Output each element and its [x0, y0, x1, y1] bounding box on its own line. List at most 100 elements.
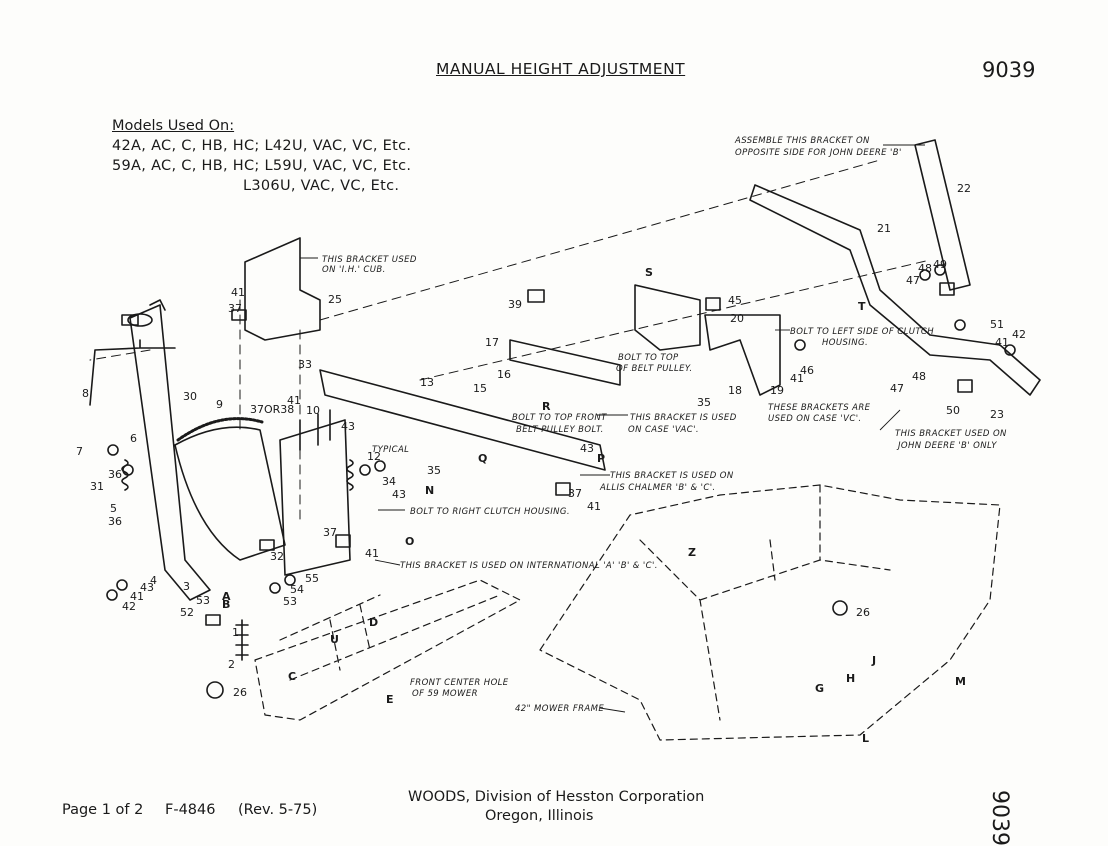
part-23: 23 [990, 408, 1004, 421]
part-16: 16 [497, 368, 511, 381]
part-41e: 41 [790, 372, 804, 385]
right-mower-frame [539, 484, 1001, 741]
caption-assemble-line2: OPPOSITE SIDE FOR JOHN DEERE 'B' [735, 148, 902, 158]
models-line-1: 42A, AC, C, HB, HC; L42U, VAC, VC, Etc. [112, 138, 412, 154]
part-letter-h: H [846, 672, 855, 685]
part-50: 50 [946, 404, 960, 417]
part-37c: 37 [568, 487, 582, 500]
caption-left-clutch-line1: BOLT TO LEFT SIDE OF CLUTCH [790, 327, 934, 337]
part-letter-g: G [815, 682, 824, 695]
part-37b: 37 [323, 526, 337, 539]
washers [106, 264, 1016, 601]
caption-jd-b-line1: THIS BRACKET USED ON [895, 429, 1007, 439]
part-53: 53 [196, 594, 210, 607]
document-number: 9039 [982, 58, 1036, 82]
hand-lever [89, 339, 176, 406]
part-12: 12 [367, 450, 381, 463]
part-letter-j: J [871, 654, 876, 667]
models-line-3: L306U, VAC, VC, Etc. [243, 178, 400, 194]
part-letter-r: R [542, 400, 551, 413]
part-letter-l: L [862, 732, 869, 745]
part-26: 26 [233, 686, 247, 699]
caption-case-vc-line1: THESE BRACKETS ARE [768, 403, 871, 413]
part-6: 6 [130, 432, 137, 445]
side-document-number: 9039 [987, 790, 1012, 846]
part-41d: 41 [587, 500, 601, 513]
part-47: 47 [906, 274, 920, 287]
part-35: 35 [427, 464, 441, 477]
caption-assemble-line1: ASSEMBLE THIS BRACKET ON [734, 136, 870, 146]
mount-bracket [279, 419, 351, 576]
part-10: 10 [306, 404, 320, 417]
part-letter-d: D [369, 616, 378, 629]
part-48b: 48 [912, 370, 926, 383]
caption-case-vc-line2: USED ON CASE 'VC'. [768, 414, 862, 424]
part-letter-z: Z [688, 546, 696, 559]
part-45: 45 [728, 294, 742, 307]
footer-location: Oregon, Illinois [485, 808, 594, 824]
part-15: 15 [473, 382, 487, 395]
part-letter-q: Q [478, 452, 487, 465]
caption-ih-cub-line2: ON 'I.H.' CUB. [322, 265, 386, 275]
long-bar-21 [749, 184, 1041, 396]
part-33: 33 [298, 358, 312, 371]
caption-front-center-line2: OF 59 MOWER [412, 689, 478, 699]
part-22: 22 [957, 182, 971, 195]
spring [121, 459, 129, 491]
part-letter-u: U [330, 633, 339, 646]
part-17: 17 [485, 336, 499, 349]
part-46: 46 [800, 364, 814, 377]
part-31: 31 [90, 480, 104, 493]
bar-17 [509, 339, 621, 386]
part-35b: 35 [697, 396, 711, 409]
bar-22 [914, 139, 971, 291]
caption-ih-cub-line1: THIS BRACKET USED [322, 255, 417, 265]
caption-allis-line1: THIS BRACKET IS USED ON [610, 471, 734, 481]
part-20: 20 [730, 312, 744, 325]
bracket-25 [244, 237, 321, 341]
caption-left-clutch-line2: HOUSING. [822, 338, 868, 348]
part-37: 37 [228, 302, 242, 315]
caption-front-center-line1: FRONT CENTER HOLE [410, 678, 509, 688]
caption-case-vac-line2: ON CASE 'VAC'. [628, 425, 699, 435]
part-41g: 41 [130, 590, 144, 603]
caption-belt-pulley-line2: OF BELT PULLEY. [616, 364, 693, 374]
bracket-19 [704, 314, 781, 396]
part-43c: 43 [580, 442, 594, 455]
part-54: 54 [290, 583, 304, 596]
part-47b: 47 [890, 382, 904, 395]
footer-revision: (Rev. 5-75) [238, 802, 318, 818]
part-43d: 43 [140, 581, 154, 594]
part-41c: 41 [365, 547, 379, 560]
part-letter-o: O [405, 535, 414, 548]
part-41b: 41 [287, 394, 301, 407]
quadrant-plate [174, 426, 286, 561]
part-39: 39 [508, 298, 522, 311]
part-55: 55 [305, 572, 319, 585]
part-7: 7 [76, 445, 83, 458]
part-43: 43 [341, 420, 355, 433]
part-letter-a: A [222, 590, 231, 603]
caption-right-clutch: BOLT TO RIGHT CLUTCH HOUSING. [410, 507, 570, 517]
footer-page: Page 1 of 2 [62, 802, 144, 818]
part-letter-m: M [955, 675, 966, 688]
part-18: 18 [728, 384, 742, 397]
part-42b: 42 [1012, 328, 1026, 341]
caption-front-pulley-line1: BOLT TO TOP FRONT [512, 413, 607, 423]
part-19: 19 [770, 384, 784, 397]
part-letter-t: T [858, 300, 866, 313]
part-37-or-38: 37OR38 [250, 403, 294, 416]
part-51: 51 [990, 318, 1004, 331]
part-letter-s: S [645, 266, 653, 279]
part-26b: 26 [856, 606, 870, 619]
upright-arm [129, 304, 211, 601]
part-letter-p: P [597, 452, 605, 465]
part-letter-n: N [425, 484, 434, 497]
part-letter-e: E [386, 693, 394, 706]
part-48: 48 [918, 262, 932, 275]
part-41: 41 [231, 286, 245, 299]
part-36b: 36 [108, 515, 122, 528]
caption-typical: TYPICAL [372, 445, 409, 455]
page-title: MANUAL HEIGHT ADJUSTMENT [436, 60, 686, 78]
part-3: 3 [183, 580, 190, 593]
